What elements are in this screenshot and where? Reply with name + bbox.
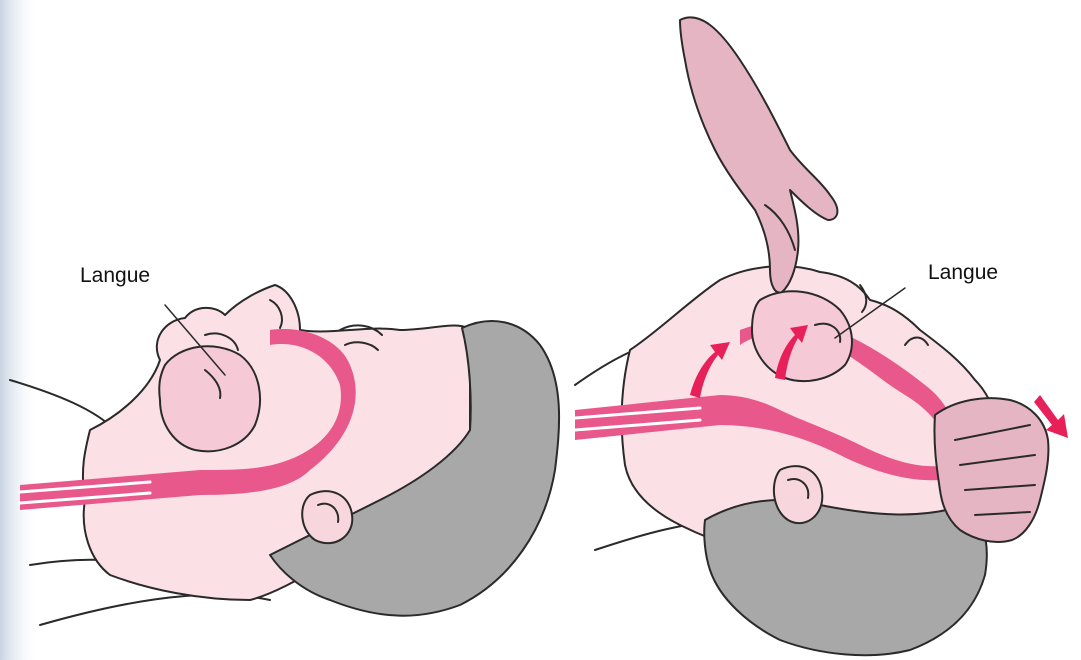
head-neutral-position	[10, 285, 559, 625]
tongue	[159, 346, 260, 451]
ear	[302, 491, 352, 543]
hand-chin-lift	[680, 17, 837, 292]
hair	[704, 500, 987, 655]
ear	[774, 466, 822, 523]
tongue-label-right: Langue	[928, 262, 998, 283]
tongue-label-left: Langue	[80, 265, 150, 286]
hand-head-tilt	[934, 398, 1048, 542]
head-tilt-chin-lift	[575, 17, 1048, 655]
page-edge-shadow	[0, 0, 40, 660]
